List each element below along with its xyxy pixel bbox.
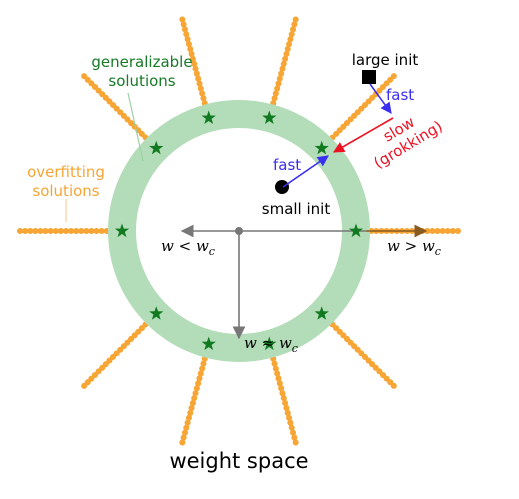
w-greater-label: w > wc bbox=[387, 237, 441, 258]
fast-arrow-top bbox=[369, 83, 392, 114]
star-icon bbox=[262, 336, 277, 351]
overfitting-ray-core bbox=[81, 73, 155, 147]
w-approx-label: w ≈ wc bbox=[244, 334, 298, 355]
overfitting-ray-core bbox=[180, 16, 210, 115]
star-icon bbox=[314, 306, 329, 320]
generalizable-label-line1: generalizable bbox=[91, 53, 192, 71]
weight-space-caption: weight space bbox=[169, 449, 308, 473]
generalizable-stars bbox=[114, 110, 364, 351]
overfitting-ray-core bbox=[323, 315, 397, 389]
origin-dot bbox=[235, 227, 243, 235]
star-icon bbox=[262, 110, 277, 125]
star-icon bbox=[149, 140, 164, 155]
w-less-label: w < wc bbox=[161, 237, 215, 258]
generalizable-label-line2: solutions bbox=[108, 72, 175, 90]
fast-label-mid: fast bbox=[273, 156, 301, 174]
star-icon bbox=[348, 223, 364, 238]
small-init-marker bbox=[275, 180, 289, 194]
fast-arrow-mid bbox=[282, 155, 329, 188]
large-init-marker bbox=[362, 70, 376, 84]
star-icon bbox=[201, 336, 216, 351]
star-icon bbox=[114, 223, 130, 238]
overfitting-ray-core bbox=[268, 347, 298, 446]
overfitting-ray-core bbox=[268, 16, 298, 115]
star-icon bbox=[314, 140, 329, 155]
star-icon bbox=[149, 306, 164, 320]
slow-label-group: slow (grokking) bbox=[371, 113, 446, 172]
overfitting-label-line2: solutions bbox=[32, 182, 99, 200]
small-init-label: small init bbox=[262, 200, 331, 218]
large-init-label: large init bbox=[352, 51, 419, 69]
overfitting-label-line1: overfitting bbox=[27, 163, 105, 181]
overfitting-ray-core bbox=[81, 315, 155, 389]
slow-arrow bbox=[333, 117, 394, 153]
overfitting-rays bbox=[16, 15, 462, 447]
generalizable-pointer-line bbox=[127, 92, 144, 162]
star-icon bbox=[201, 110, 216, 125]
fast-label-top: fast bbox=[386, 86, 414, 104]
overfitting-ray-core bbox=[323, 73, 397, 147]
overfitting-ray-core bbox=[180, 347, 210, 446]
